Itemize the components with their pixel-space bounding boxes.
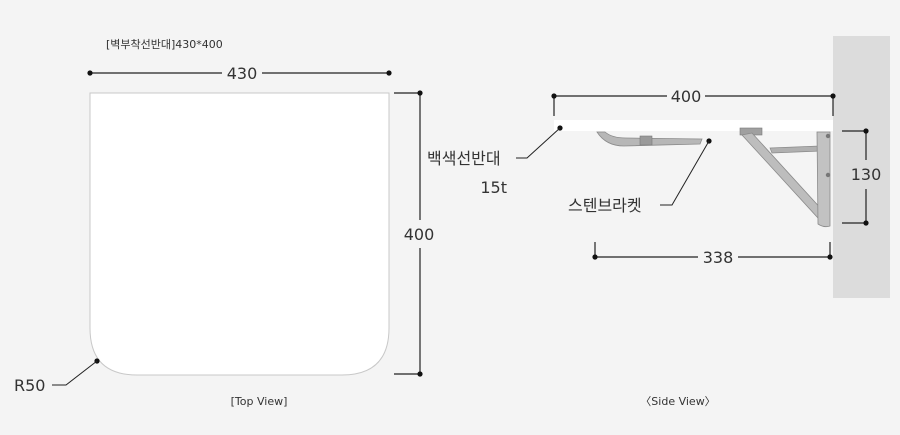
- top-view-caption: [Top View]: [231, 395, 288, 408]
- side-view: 400 백색선반대 15t 스텐브라켓 130: [427, 36, 890, 408]
- top-view-shelf: [89, 92, 390, 376]
- bracket-callout: 스텐브라켓: [568, 138, 712, 215]
- side-view-caption: 〈Side View〉: [640, 395, 715, 408]
- top-width-dimension: 430: [87, 64, 392, 83]
- spec-label: [벽부착선반대]430*400: [106, 38, 223, 51]
- side-depth-label: 338: [703, 248, 734, 267]
- side-width-label: 400: [671, 87, 702, 106]
- side-height-label: 130: [851, 165, 882, 184]
- radius-callout: R50: [14, 358, 100, 395]
- shelf-callout: 백색선반대 15t: [427, 125, 563, 197]
- side-depth-dimension: 338: [592, 242, 833, 267]
- top-width-label: 430: [227, 64, 258, 83]
- shelf-thickness-label: 15t: [480, 178, 507, 197]
- top-height-label: 400: [404, 225, 435, 244]
- side-width-dimension: 400: [551, 87, 836, 116]
- stainless-bracket: [596, 127, 831, 228]
- top-view: [벽부착선반대]430*400 430 400 R50 [Top V: [14, 38, 434, 408]
- wall: [833, 36, 890, 298]
- bracket-label: 스텐브라켓: [568, 196, 642, 215]
- side-height-dimension: 130: [842, 128, 882, 226]
- shelf-label: 백색선반대: [427, 149, 501, 168]
- top-height-dimension: 400: [394, 90, 435, 377]
- side-view-shelf: [554, 120, 833, 131]
- radius-label: R50: [14, 376, 45, 395]
